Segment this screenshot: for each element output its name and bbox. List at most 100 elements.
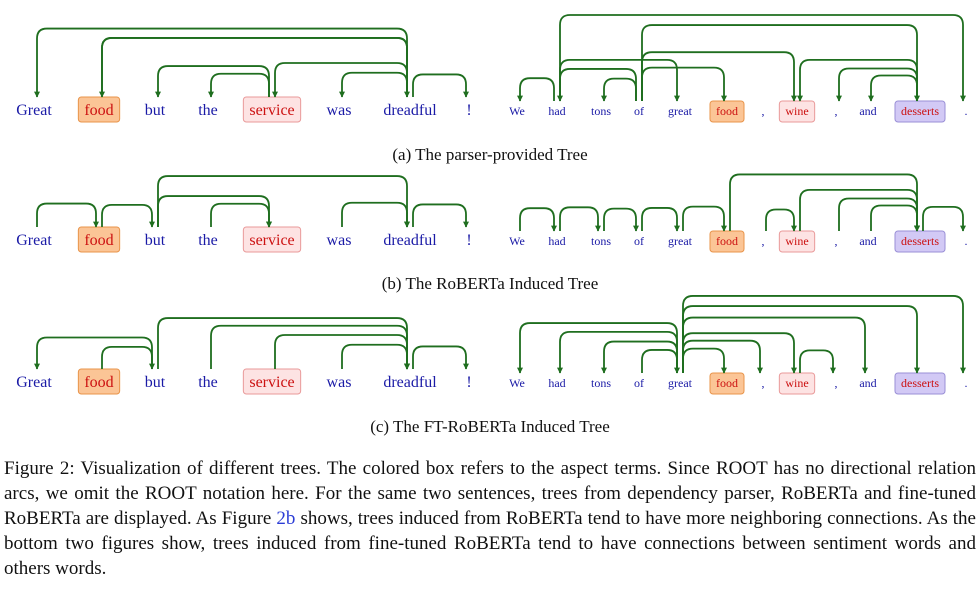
sentence-b-token: great — [668, 234, 693, 248]
figure-reference-link[interactable]: 2b — [276, 508, 296, 529]
sentence-b-token: and — [859, 376, 876, 390]
sentence-b-token: We — [509, 376, 525, 390]
sentence-b-aspect-box — [709, 230, 745, 253]
sentence-a-token: was — [327, 232, 352, 249]
sentence-a-dependency-arc — [99, 37, 408, 98]
sentence-b-token: had — [548, 104, 565, 118]
sentence-b-dependency-arc — [641, 24, 920, 102]
sentence-b-dependency-arc — [641, 207, 680, 232]
sentence-a-dependency-arc — [210, 202, 272, 228]
sentence-a-dependency-arc — [157, 317, 410, 370]
sentence-a-aspect-box — [77, 368, 121, 395]
sentence-a-token: dreadful — [383, 102, 437, 119]
sentence-b-dependency-arc — [601, 340, 678, 374]
sentence-b-aspect-box — [778, 372, 816, 395]
sentence-b-dependency-arc — [682, 347, 727, 374]
sentence-b-token: , — [762, 376, 765, 390]
sentence-b-token: . — [965, 234, 968, 248]
sentence-b-dependency-arc — [559, 206, 601, 232]
sentence-a-token: the — [198, 374, 218, 391]
sentence-b-dependency-arc — [838, 197, 920, 232]
sentence-a-dependency-arc — [412, 345, 469, 370]
sentence-b-dependency-arc — [799, 349, 836, 374]
subfigure-label: (b) The RoBERTa Induced Tree — [382, 274, 599, 293]
sentence-a-dependency-arc — [101, 203, 155, 228]
sentence-a-token: was — [327, 102, 352, 119]
sentence-b-aspect-box — [778, 230, 816, 253]
sentence-b-token: of — [634, 376, 644, 390]
sentence-b-aspect-box — [894, 100, 946, 123]
sentence-b-token: and — [859, 234, 876, 248]
sentence-a-token: ! — [466, 374, 471, 391]
sentence-b-dependency-arc — [557, 330, 678, 374]
sentence-b-aspect-box — [709, 100, 745, 123]
sentence-b-token: and — [859, 104, 876, 118]
sentence-a-aspect-box — [77, 226, 121, 253]
sentence-a-dependency-arc — [341, 343, 410, 370]
sentence-b-token: wine — [785, 376, 808, 390]
sentence-a-dependency-arc — [157, 195, 272, 228]
sentence-b-token: food — [716, 234, 738, 248]
sentence-a-token: food — [84, 102, 113, 119]
sentence-a-dependency-arc — [34, 27, 408, 98]
subfigure-label: (c) The FT-RoBERTa Induced Tree — [370, 417, 610, 436]
sentence-b-dependency-arc — [641, 349, 680, 374]
sentence-b-token: food — [716, 376, 738, 390]
sentence-b-token: , — [835, 104, 838, 118]
sentence-b-token: great — [668, 104, 693, 118]
sentence-b-token: , — [762, 234, 765, 248]
sentence-a-token: but — [145, 102, 166, 119]
sentence-a-dependency-arc — [210, 324, 410, 370]
sentence-a-aspect-box — [242, 226, 302, 253]
sentence-a-dependency-arc — [412, 73, 469, 98]
sentence-a-dependency-arc — [34, 336, 153, 370]
sentence-b-dependency-arc — [682, 295, 966, 374]
sentence-b-dependency-arc — [922, 205, 966, 232]
sentence-b-token: had — [548, 234, 565, 248]
sentence-a-aspect-box — [242, 368, 302, 395]
sentence-a-token: but — [145, 232, 166, 249]
sentence-b-token: wine — [785, 234, 808, 248]
sentence-b-dependency-arc — [517, 77, 555, 102]
sentence-a-dependency-arc — [412, 203, 469, 228]
sentence-a-token: service — [249, 374, 294, 391]
sentence-a-token: the — [198, 232, 218, 249]
sentence-b-aspect-box — [894, 372, 946, 395]
sentence-a-token: dreadful — [383, 232, 437, 249]
sentence-b-dependency-arc — [682, 332, 797, 374]
sentence-b-token: , — [762, 104, 765, 118]
sentence-b-token: . — [965, 104, 968, 118]
figure-caption: Figure 2: Visualization of different tre… — [4, 456, 976, 581]
sentence-a-token: service — [249, 232, 294, 249]
sentence-b-dependency-arc — [836, 67, 918, 102]
sentence-b-token: tons — [591, 234, 611, 248]
sentence-b-token: . — [965, 376, 968, 390]
sentence-b-dependency-arc — [641, 66, 727, 102]
sentence-b-token: We — [509, 104, 525, 118]
sentence-b-dependency-arc — [519, 207, 557, 232]
sentence-b-dependency-arc — [729, 173, 920, 232]
sentence-b-dependency-arc — [799, 188, 920, 232]
sentence-a-token: the — [198, 102, 218, 119]
sentence-b-dependency-arc — [603, 207, 639, 232]
sentence-b-token: great — [668, 376, 693, 390]
sentence-b-token: tons — [591, 104, 611, 118]
sentence-a-token: food — [84, 374, 113, 391]
sentence-a-token: ! — [466, 232, 471, 249]
sentence-a-token: food — [84, 232, 113, 249]
sentence-b-dependency-arc — [557, 68, 637, 102]
sentence-a-dependency-arc — [274, 334, 410, 370]
sentence-a-token: ! — [466, 102, 471, 119]
sentence-a-dependency-arc — [208, 72, 270, 98]
sentence-b-dependency-arc — [682, 316, 868, 374]
sentence-b-token: had — [548, 376, 565, 390]
sentence-b-dependency-arc — [601, 77, 637, 102]
sentence-b-dependency-arc — [682, 205, 727, 232]
sentence-b-token: of — [634, 234, 644, 248]
